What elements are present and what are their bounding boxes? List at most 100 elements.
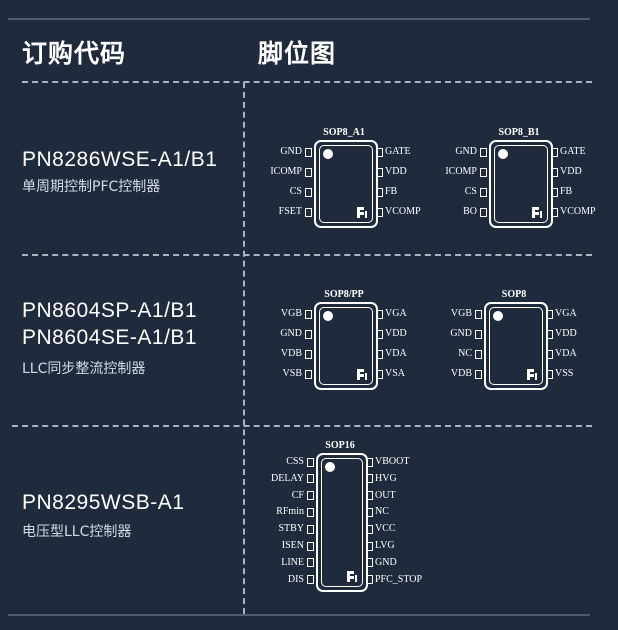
pin-pad-left bbox=[307, 507, 314, 517]
pin-label-vdd: VDD bbox=[560, 166, 582, 177]
pin-label-gate: GATE bbox=[560, 146, 586, 157]
pin-pad-left bbox=[305, 309, 312, 319]
brand-logo-icon bbox=[531, 205, 543, 220]
pin-label-vgb: VGB bbox=[280, 308, 302, 319]
pin-label-gnd: GND bbox=[280, 328, 302, 339]
pin-pad-left bbox=[305, 349, 312, 359]
pin-label-vga: VGA bbox=[385, 308, 407, 319]
pin-pad-right bbox=[376, 349, 383, 359]
pin-label-delay: DELAY bbox=[271, 472, 304, 484]
pin-pad-right bbox=[376, 369, 383, 379]
part-number-pn8295: PN8295WSB-A1 bbox=[22, 491, 185, 514]
pin-pad-left bbox=[307, 457, 314, 467]
pin-label-line: LINE bbox=[281, 556, 304, 568]
pin-label-dis: DIS bbox=[287, 573, 304, 585]
column-divider bbox=[243, 82, 245, 614]
part-description-pn8286: 单周期控制PFC控制器 bbox=[22, 179, 161, 195]
brand-logo-icon bbox=[526, 367, 538, 382]
pin-pad-right bbox=[551, 167, 558, 177]
chip-body-sop8 bbox=[484, 302, 548, 390]
pin-pad-left bbox=[475, 329, 482, 339]
pin-pad-left bbox=[475, 369, 482, 379]
chip-outline bbox=[489, 307, 543, 385]
pin-label-gnd: GND bbox=[375, 556, 397, 568]
pin-pad-left bbox=[305, 369, 312, 379]
pin-pad-left bbox=[475, 349, 482, 359]
pin-label-vdd: VDD bbox=[385, 166, 407, 177]
pin-pad-right bbox=[366, 507, 373, 517]
pin-label-vdb: VDB bbox=[450, 368, 472, 379]
pin-pad-left bbox=[475, 309, 482, 319]
pin-label-nc: NC bbox=[375, 506, 389, 518]
pin-label-vcomp: VCOMP bbox=[560, 206, 596, 217]
pin-label-gate: GATE bbox=[385, 146, 411, 157]
part-description-pn8295: 电压型LLC控制器 bbox=[22, 524, 132, 540]
pin-label-cs: CS bbox=[464, 186, 477, 197]
pin-pad-right bbox=[366, 558, 373, 568]
pin-label-vdd: VDD bbox=[385, 328, 407, 339]
pin-label-out: OUT bbox=[375, 489, 396, 501]
package-label-sop16: SOP16 bbox=[325, 440, 355, 451]
pin-pad-left bbox=[305, 167, 312, 177]
row-divider-1 bbox=[22, 81, 592, 83]
pin-label-bo: BO bbox=[463, 206, 477, 217]
pin-pad-right bbox=[376, 309, 383, 319]
part-number-pn8604se: PN8604SE-A1/B1 bbox=[22, 326, 198, 349]
pin-label-pfc-stop: PFC_STOP bbox=[375, 573, 423, 585]
order-code-header: 订购代码 bbox=[22, 39, 127, 68]
brand-logo-icon bbox=[356, 367, 368, 382]
bottom-divider bbox=[8, 614, 590, 616]
pin1-marker-dot bbox=[323, 149, 333, 159]
pin-pad-left bbox=[480, 207, 487, 217]
pin-pad-right bbox=[366, 575, 373, 585]
pin-label-gnd: GND bbox=[450, 328, 472, 339]
pin1-marker-dot bbox=[323, 311, 333, 321]
pin-pad-right bbox=[551, 147, 558, 157]
pin-pad-left bbox=[307, 541, 314, 551]
pin-label-gnd: GND bbox=[280, 146, 302, 157]
pin-label-nc: NC bbox=[458, 348, 472, 359]
part-number-pn8286: PN8286WSE-A1/B1 bbox=[22, 148, 218, 171]
pin-pad-left bbox=[307, 575, 314, 585]
chip-body-sop8-a1 bbox=[314, 140, 378, 228]
part-number-pn8604sp: PN8604SP-A1/B1 bbox=[22, 299, 198, 322]
brand-logo-icon bbox=[346, 569, 358, 584]
pin-label-icomp: ICOMP bbox=[270, 166, 302, 177]
pin-pad-right bbox=[366, 457, 373, 467]
pin-pad-right bbox=[551, 207, 558, 217]
package-label-sop8-b1: SOP8_B1 bbox=[498, 127, 540, 138]
pin-pad-right bbox=[546, 369, 553, 379]
pin-label-cs: CS bbox=[289, 186, 302, 197]
pin-label-vboot: VBOOT bbox=[375, 456, 410, 467]
chip-outline bbox=[494, 145, 548, 223]
pin-pad-right bbox=[546, 309, 553, 319]
pin-pad-right bbox=[376, 329, 383, 339]
pin-label-vsb: VSB bbox=[282, 368, 302, 379]
pin-label-vda: VDA bbox=[555, 348, 577, 359]
pin-label-vdb: VDB bbox=[280, 348, 302, 359]
pin-pad-left bbox=[305, 147, 312, 157]
pin-label-vss: VSS bbox=[555, 368, 574, 379]
pin-label-stby: STBY bbox=[278, 523, 304, 535]
chip-body-sop8-pp bbox=[314, 302, 378, 390]
pin-label-vda: VDA bbox=[385, 348, 407, 359]
pin-pad-right bbox=[546, 349, 553, 359]
pin-pad-left bbox=[307, 558, 314, 568]
pin-pad-right bbox=[376, 187, 383, 197]
top-divider bbox=[8, 18, 590, 20]
package-label-sop8-pp: SOP8/PP bbox=[324, 289, 364, 300]
pin-label-icomp: ICOMP bbox=[445, 166, 477, 177]
package-label-sop8-a1: SOP8_A1 bbox=[323, 127, 365, 138]
chip-body-sop8-b1 bbox=[489, 140, 553, 228]
pin-label-cf: CF bbox=[291, 489, 304, 501]
pin-label-vsa: VSA bbox=[385, 368, 406, 379]
part-description-pn8604: LLC同步整流控制器 bbox=[22, 361, 146, 377]
pin-pad-left bbox=[305, 207, 312, 217]
chip-outline bbox=[321, 458, 363, 587]
pin-pad-right bbox=[366, 524, 373, 534]
pin-label-fset: FSET bbox=[278, 206, 302, 217]
pin-pad-left bbox=[307, 474, 314, 484]
pin1-marker-dot bbox=[325, 462, 335, 472]
brand-logo-icon bbox=[356, 205, 368, 220]
pin-label-vdd: VDD bbox=[555, 328, 577, 339]
